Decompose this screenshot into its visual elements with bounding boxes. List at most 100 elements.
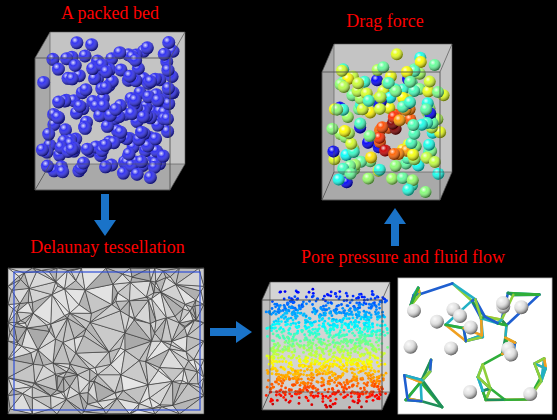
mesh-triangle — [184, 369, 197, 384]
pressure-dot — [337, 390, 340, 393]
mesh-triangle — [8, 345, 22, 359]
pressure-dot — [346, 340, 349, 343]
pressure-dot — [352, 317, 355, 320]
sphere — [429, 59, 441, 71]
sphere-shade — [420, 103, 432, 115]
pressure-dot — [295, 332, 298, 335]
sphere — [70, 36, 83, 49]
mesh-triangle — [84, 404, 103, 412]
pressure-dot — [372, 399, 375, 402]
mesh-triangle — [138, 404, 153, 410]
pressure-dot — [332, 403, 335, 406]
pressure-dot — [316, 374, 319, 377]
pressure-dot — [375, 305, 378, 308]
mesh-triangle — [121, 375, 148, 391]
sphere-shade — [374, 103, 386, 115]
box-front-edge — [35, 58, 170, 190]
sphere — [375, 91, 387, 103]
pressure-dot — [376, 361, 379, 364]
mesh-triangle — [8, 323, 10, 341]
pressure-dot — [346, 364, 349, 367]
sphere — [386, 173, 398, 185]
pressure-dot — [386, 328, 389, 331]
pressure-dot — [287, 347, 290, 350]
pressure-dot — [279, 291, 282, 294]
pressure-dot — [371, 322, 374, 325]
pressure-dot — [323, 358, 326, 361]
sphere-shade — [56, 165, 69, 178]
pressure-dot — [296, 332, 299, 335]
pressure-dot — [345, 333, 348, 336]
sphere — [41, 160, 54, 173]
pressure-dot — [308, 291, 311, 294]
pressure-dot — [266, 386, 269, 389]
sphere-shade — [331, 104, 343, 116]
sphere-shade — [429, 59, 441, 71]
box-depth-edge — [35, 164, 50, 190]
pressure-dot — [332, 328, 335, 331]
sphere — [135, 155, 148, 168]
pressure-dot — [335, 312, 338, 315]
pressure-dot — [314, 320, 317, 323]
pressure-dot — [275, 335, 278, 338]
pressure-dot — [287, 371, 290, 374]
sphere — [99, 81, 112, 94]
pressure-dot — [372, 354, 375, 357]
sphere — [99, 160, 112, 173]
sphere-shade — [390, 85, 402, 97]
sphere-shade — [113, 46, 126, 59]
pressure-dot — [318, 319, 321, 322]
sphere — [135, 126, 148, 139]
sphere — [390, 160, 402, 172]
pressure-dot — [357, 321, 360, 324]
mesh-triangle — [95, 365, 111, 375]
pressure-dot — [271, 372, 274, 375]
pressure-dot — [305, 296, 308, 299]
pressure-dot — [328, 312, 331, 315]
sphere-shade — [66, 143, 79, 156]
pressure-dot — [312, 292, 315, 295]
box-floor-face — [262, 392, 390, 410]
pressure-dot — [339, 393, 342, 396]
pressure-dot — [353, 334, 356, 337]
pressure-dot — [367, 372, 370, 375]
mesh-triangle — [82, 268, 107, 290]
sphere — [78, 49, 91, 62]
pressure-dot — [376, 397, 379, 400]
sphere — [85, 38, 98, 51]
pressure-dot — [378, 330, 381, 333]
sphere — [137, 110, 150, 123]
pressure-dot — [298, 307, 301, 310]
pressure-dot — [275, 313, 278, 316]
pressure-dot — [371, 326, 374, 329]
pressure-dot — [331, 388, 334, 391]
pressure-dot — [309, 321, 312, 324]
sphere-shade — [371, 74, 383, 86]
sphere-shade — [162, 36, 175, 49]
pressure-dot — [318, 346, 321, 349]
sphere-shade — [41, 160, 54, 173]
pressure-dot — [326, 360, 329, 363]
pressure-dot — [321, 372, 324, 375]
pressure-dot — [328, 353, 331, 356]
mesh-triangle — [106, 268, 122, 284]
pressure-dot — [332, 363, 335, 366]
pressure-dot — [384, 392, 387, 395]
sphere — [432, 86, 444, 98]
sphere — [352, 77, 364, 89]
sphere — [394, 114, 406, 126]
pressure-dot — [340, 340, 343, 343]
pressure-dot — [356, 367, 359, 370]
pressure-dot — [343, 381, 346, 384]
sphere — [100, 65, 113, 78]
box-depth-edge — [322, 44, 334, 72]
sphere-shade — [109, 103, 122, 116]
pressure-dot — [366, 352, 369, 355]
sphere — [125, 107, 138, 120]
pressure-dot — [303, 313, 306, 316]
pressure-dot — [287, 329, 290, 332]
mesh-triangle — [56, 268, 68, 282]
sphere-shade — [79, 122, 92, 135]
pressure-dot — [378, 307, 381, 310]
